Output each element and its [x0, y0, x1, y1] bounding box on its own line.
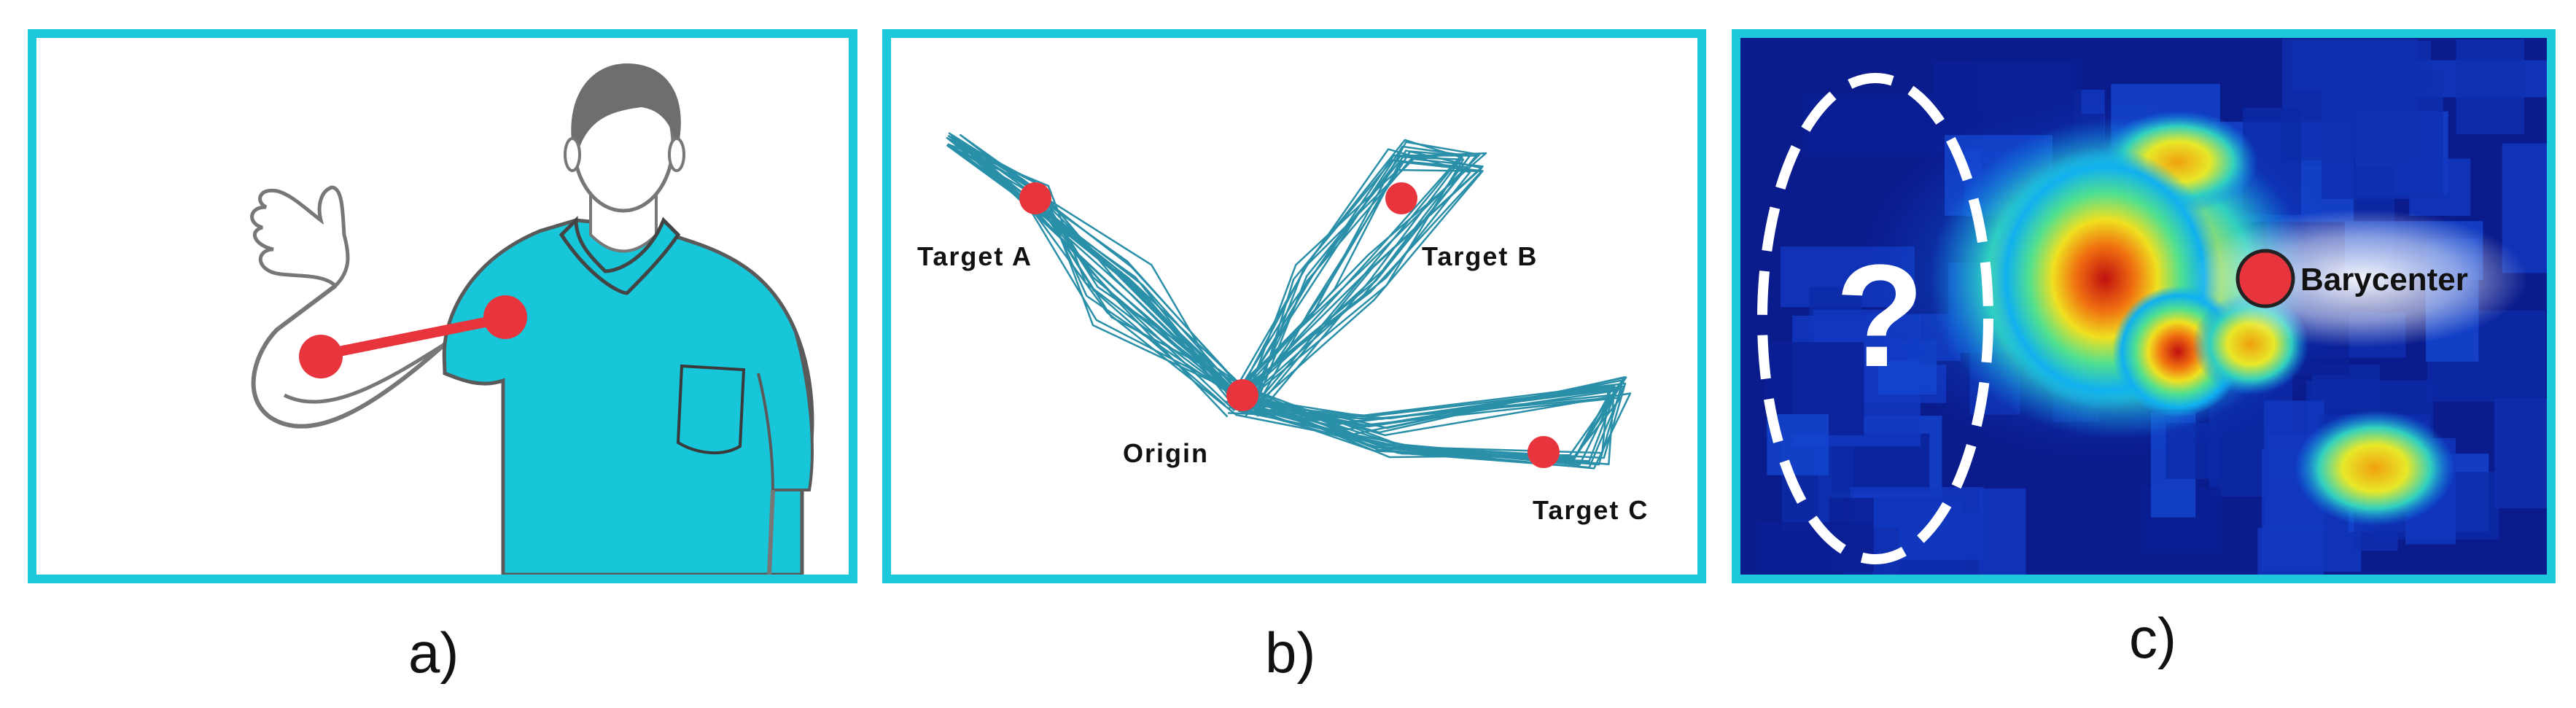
question-mark-icon: ?: [1835, 235, 1924, 397]
panel-a-person: [28, 29, 857, 583]
unknown-region-ellipse: [1757, 73, 1993, 564]
heatmap-block: [1978, 488, 2026, 575]
trajectory-line: [956, 138, 1258, 409]
heatmap: ? Barycenter: [1756, 39, 2547, 575]
target-c-marker-icon: [1528, 436, 1560, 468]
trajectory-line: [1234, 386, 1614, 462]
heatmap-block: [2456, 39, 2525, 134]
target-b-label: Target B: [1422, 241, 1538, 271]
trajectory-line: [1240, 160, 1484, 413]
caption-b: b): [1265, 621, 1316, 685]
origin-marker-icon: [1226, 379, 1258, 411]
pocket: [676, 364, 746, 455]
shoulder-marker-icon: [483, 295, 527, 339]
caption-c: c): [2129, 606, 2176, 670]
barycenter-glow: [2192, 209, 2528, 348]
hand-marker-icon: [299, 335, 343, 378]
trajectory-plot: Target A Target B Origin Target C: [917, 132, 1649, 525]
trajectory-line: [1240, 168, 1483, 400]
heatmap-block: [2322, 69, 2443, 199]
trajectory-line: [1242, 156, 1465, 405]
trajectory-line: [1231, 145, 1471, 408]
target-b-marker-icon: [1385, 182, 1417, 214]
hand: [250, 185, 350, 289]
trajectory-line: [1245, 376, 1627, 459]
trajectory-line: [948, 132, 1256, 412]
barycenter-marker-icon: [2235, 249, 2295, 308]
trajectory-line: [1235, 382, 1627, 459]
target-a-label: Target A: [917, 241, 1032, 271]
target-a-marker-icon: [1019, 182, 1051, 214]
shirt: [442, 218, 814, 575]
barycenter-label: Barycenter: [2300, 262, 2468, 297]
origin-label: Origin: [1123, 438, 1209, 468]
trajectory-line: [1226, 139, 1463, 414]
caption-a: a): [408, 621, 459, 685]
arm: [251, 284, 446, 429]
hair: [571, 63, 681, 147]
heatmap-block: [2257, 527, 2324, 575]
target-c-label: Target C: [1533, 495, 1649, 525]
trajectory-lines: [946, 132, 1632, 470]
trajectory-line: [1245, 150, 1463, 417]
shoulder-to-hand-segment-icon: [316, 314, 508, 360]
heatmap-block: [2494, 398, 2547, 509]
panel-c-heatmap: ? Barycenter: [1732, 29, 2556, 583]
trajectory-line: [1243, 148, 1471, 400]
person-illustration-icon: [250, 63, 814, 575]
panel-b-trajectories: Target A Target B Origin Target C: [882, 29, 1706, 583]
